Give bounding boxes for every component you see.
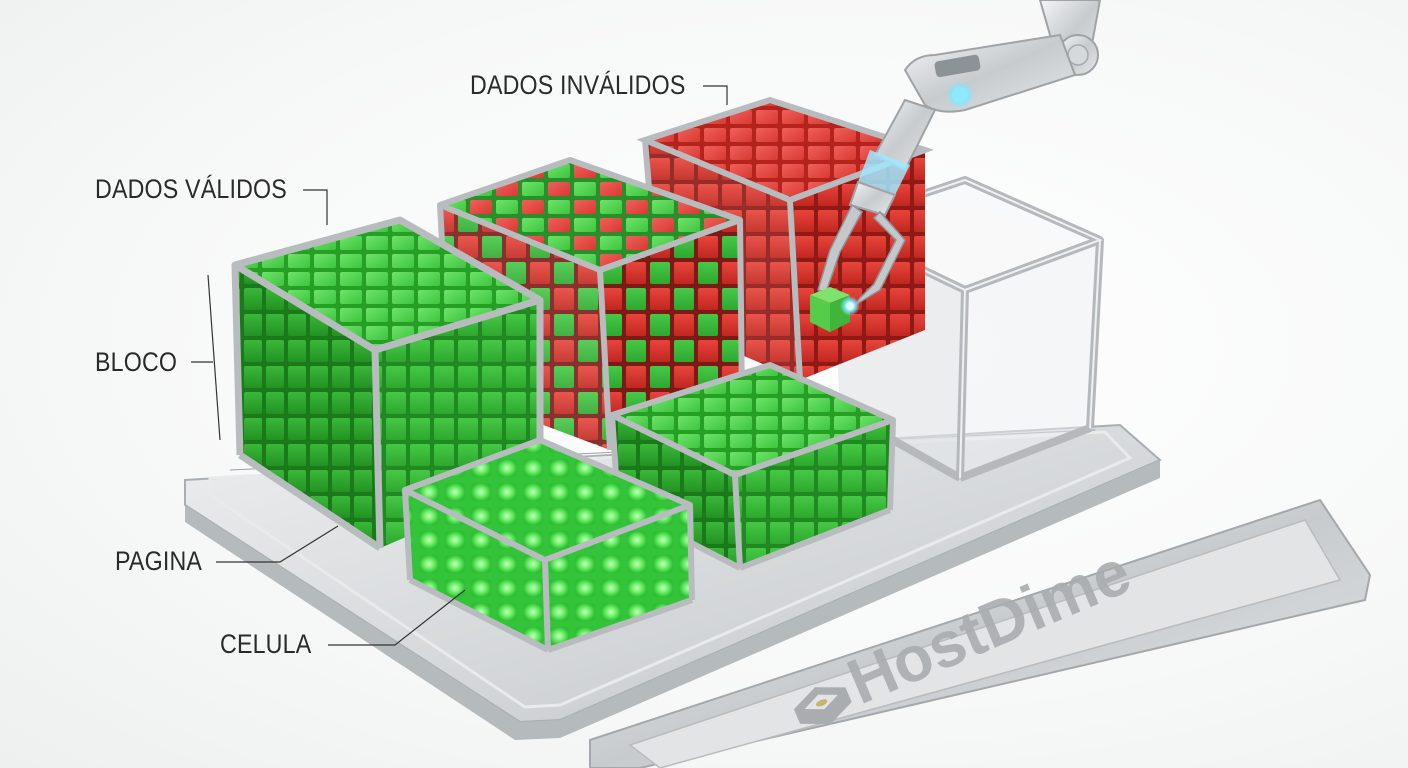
hostdime-logo-icon — [793, 687, 852, 725]
label-cell: CELULA — [220, 629, 312, 659]
robot-arm — [810, 0, 1102, 332]
glowing-cell-page — [402, 437, 695, 653]
label-page: PAGINA — [115, 546, 203, 576]
label-block: BLOCO — [95, 347, 178, 377]
label-valid-data: DADOS VÁLIDOS — [95, 174, 287, 204]
held-green-cube — [810, 287, 860, 332]
leader-lines — [191, 85, 728, 646]
label-invalid-data: DADOS INVÁLIDOS — [470, 70, 686, 100]
